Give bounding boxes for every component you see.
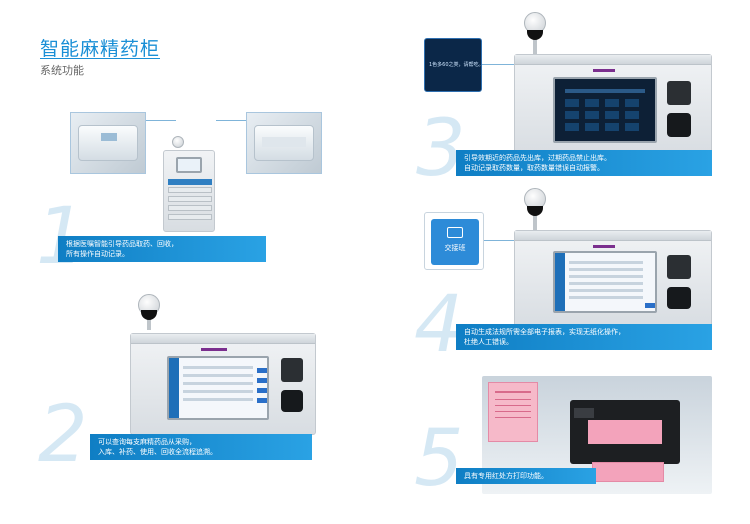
printed-pink-paper xyxy=(592,462,664,482)
feature-3-line-2: 自动记录取药数量，取药数量错误自动报警。 xyxy=(464,164,604,172)
feature-bar-5: 具有专用红处方打印功能。 xyxy=(456,468,596,484)
feature-bar-3: 引导效期近的药品先出库，过期药品禁止出库。 自动记录取药数量，取药数量错误自动报… xyxy=(456,150,712,176)
alert-text: 1色多60之类，请帮吃。 xyxy=(429,62,484,68)
camera-dome-2 xyxy=(136,294,162,334)
feature-bar-1: 根据医嘱智能引导药品取药、回收， 所有操作自动记录。 xyxy=(58,236,266,262)
feature-4-line-1: 自动生成法规所需全部电子报表，实现无纸化操作， xyxy=(464,328,625,336)
feature-2-line-1: 可以查询每支麻精药品从采购， xyxy=(98,438,196,446)
fingerprint-reader-2 xyxy=(281,390,303,412)
step-number-4: 4 xyxy=(414,280,464,370)
red-prescription-doc xyxy=(488,382,538,442)
feature-2-line-2: 入库、补药、使用、回收全流程追溯。 xyxy=(98,448,217,456)
title-underline xyxy=(40,58,160,59)
cabinet-2-screen xyxy=(167,356,269,420)
feature-3-line-1: 引导效期近的药品先出库，过期药品禁止出库。 xyxy=(464,154,611,162)
cabinet-4-screen xyxy=(553,251,657,313)
page-subtitle: 系统功能 xyxy=(40,64,84,77)
step-number-2: 2 xyxy=(38,390,88,480)
card-reader-2 xyxy=(281,358,303,382)
camera-dome-3 xyxy=(522,12,548,58)
printer-photo xyxy=(482,376,712,494)
page-title: 智能麻精药柜 xyxy=(40,38,161,60)
handover-callout: 交接班 xyxy=(424,212,484,270)
step-number-3: 3 xyxy=(416,104,466,194)
cabinet-3-screen xyxy=(553,77,657,143)
alert-screen-callout: 1色多60之类，请帮吃。 xyxy=(424,38,484,92)
drawer-closeup-right xyxy=(246,112,322,174)
card-reader-3 xyxy=(667,81,691,105)
drawer-closeup-left xyxy=(70,112,146,174)
fingerprint-reader-3 xyxy=(667,113,691,137)
cabinet-screen xyxy=(176,157,202,173)
feature-4-line-2: 杜绝人工错误。 xyxy=(464,338,513,346)
medicine-cabinet-4 xyxy=(514,230,712,328)
step-number-5: 5 xyxy=(414,414,464,504)
feature-bar-4: 自动生成法规所需全部电子报表，实现无纸化操作， 杜绝人工错误。 xyxy=(456,324,712,350)
handover-label: 交接班 xyxy=(444,244,466,252)
feature-1-line-1: 根据医嘱智能引导药品取药、回收， xyxy=(66,240,178,248)
laser-printer xyxy=(570,400,680,464)
feature-1-line-2: 所有操作自动记录。 xyxy=(66,250,129,258)
medicine-cabinet-3 xyxy=(514,54,712,156)
feature-5-line-1: 具有专用红处方打印功能。 xyxy=(464,472,548,480)
camera-dome-small xyxy=(172,136,186,152)
card-reader-4 xyxy=(667,255,691,279)
drawer-cabinet xyxy=(163,150,215,232)
feature-bar-2: 可以查询每支麻精药品从采购， 入库、补药、使用、回收全流程追溯。 xyxy=(90,434,312,460)
fingerprint-reader-4 xyxy=(667,287,691,309)
briefcase-icon xyxy=(447,227,463,238)
camera-dome-4 xyxy=(522,188,548,234)
medicine-cabinet-2 xyxy=(130,333,316,435)
